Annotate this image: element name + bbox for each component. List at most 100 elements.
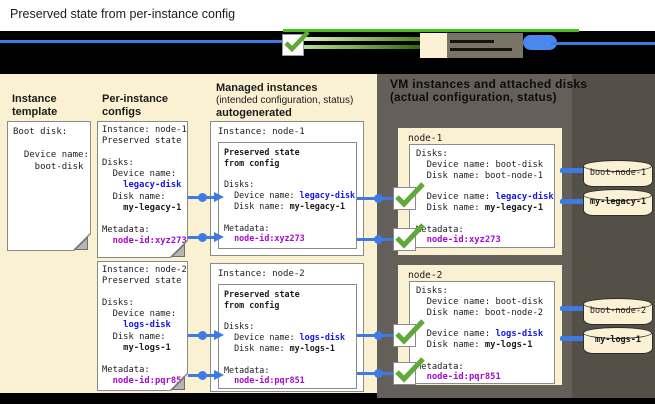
config-preserved-line: Preserved state <box>102 136 182 147</box>
config-device-name-label: Device name: <box>102 309 177 320</box>
vm-boot-disk-line: Disk name: boot-node-1 <box>416 170 544 181</box>
vm-device-label: Device name: <box>416 192 496 203</box>
config-metadata-label: Metadata: <box>102 224 150 235</box>
connector-arrow-icon <box>214 232 224 242</box>
connector-arrow-icon <box>214 370 224 380</box>
vm-device-line: Device name: logs-disk <box>416 329 554 340</box>
folded-corner-icon <box>73 233 91 251</box>
vm-instance-card-node-1: node-1 Disks: Device name: boot-disk Dis… <box>398 128 562 255</box>
vm-metadata-line: node-id:pqr851 <box>416 372 554 383</box>
connector-dot <box>198 371 207 380</box>
column-header-per-instance-configs: Per-instance configs <box>102 93 169 118</box>
managed-instance-title: Instance: node-1 <box>218 127 305 137</box>
metadata-indent <box>224 233 234 243</box>
config-instance-line: Instance: node-2 <box>102 265 187 275</box>
vm-boot-device-line: Device name: boot-disk <box>416 159 544 170</box>
connector-dot <box>374 235 383 244</box>
status-checkbox <box>393 319 425 347</box>
config-instance-line: Instance: node-1 <box>102 125 187 135</box>
config-device-name-value: legacy-disk <box>102 180 182 191</box>
per-instance-config-card-node-2: Instance: node-2 Preserved state Disks: … <box>97 261 188 391</box>
vm-device-value: logs-disk <box>495 329 544 340</box>
column-header-managed-instances: Managed instances <box>216 82 318 94</box>
vm-metadata-value: node-id:pqr851 <box>426 372 501 383</box>
config-metadata-value: node-id:xyz273 <box>102 235 187 246</box>
managed-disks-label: Disks: <box>224 321 255 332</box>
per-instance-config-card-node-1: Instance: node-1 Preserved state Disks: … <box>97 121 188 258</box>
connector-dot <box>374 331 383 340</box>
vm-metadata-value: node-id:xyz273 <box>426 235 501 246</box>
folded-corner-icon <box>170 373 188 391</box>
disk-connector-line <box>560 199 584 204</box>
disk-connector-line <box>560 168 584 173</box>
preserved-state-box: Preserved state from config Disks: Devic… <box>218 142 357 249</box>
disk-cylinder-boot-node-1: boot-node-1 <box>582 160 653 187</box>
disk-cylinder-my-logs-1: my-logs-1 <box>582 327 653 354</box>
vm-disk-label: Disk name: <box>416 339 485 350</box>
preserved-state-line2: from config <box>224 299 280 310</box>
legend-label-block <box>447 33 523 58</box>
managed-disk-label: Disk name: <box>224 200 290 211</box>
status-checkbox <box>393 357 425 385</box>
legend-green-arrow-1 <box>303 37 420 41</box>
disk-label: my-legacy-1 <box>589 197 647 207</box>
connector-dot <box>198 233 207 242</box>
config-device-name-value: logs-disk <box>102 320 171 331</box>
vm-instance-name: node-1 <box>408 133 443 144</box>
check-icon <box>284 30 310 53</box>
managed-metadata-label: Metadata: <box>224 364 270 375</box>
preserved-state-line1: Preserved state <box>224 289 300 299</box>
config-metadata-value: node-id:pqr851 <box>102 375 187 386</box>
page-title: Preserved state from per-instance config <box>10 7 236 21</box>
disk-label: boot-node-1 <box>589 168 647 178</box>
managed-metadata-label: Metadata: <box>224 222 270 233</box>
vm-disk-value: my-logs-1 <box>484 339 533 350</box>
managed-instance-card-node-2: Instance: node-2 Preserved state from co… <box>210 263 364 392</box>
managed-instance-title: Instance: node-2 <box>218 269 305 279</box>
managed-device-value: logs-disk <box>299 332 346 343</box>
config-disk-name-label: Disk name: <box>102 191 166 202</box>
managed-disks-label: Disks: <box>224 179 255 190</box>
connector-dot <box>374 369 383 378</box>
vm-metadata-line: node-id:xyz273 <box>416 235 554 246</box>
check-icon <box>395 319 425 345</box>
vm-disk-label: Disk name: <box>416 202 485 213</box>
managed-metadata-line: node-id:xyz273 <box>224 233 356 244</box>
managed-metadata-value: node-id:xyz273 <box>234 233 305 244</box>
disk-cylinder-my-legacy-1: my-legacy-1 <box>582 189 653 216</box>
connector-arrow-icon <box>214 192 224 202</box>
folded-corner-icon <box>170 240 188 258</box>
vm-panel-header-line1: VM instances and attached disks <box>390 77 588 91</box>
managed-metadata-value: node-id:pqr851 <box>234 375 305 386</box>
legend-line-blue-left <box>0 40 285 43</box>
vm-instance-card-node-2: node-2 Disks: Device name: boot-disk Dis… <box>398 265 562 385</box>
connector-arrow-icon <box>214 330 224 340</box>
config-disk-name-value: my-legacy-1 <box>102 202 182 213</box>
config-disks-label: Disks: <box>102 158 134 169</box>
metadata-indent <box>224 375 234 385</box>
managed-device-label: Device name: <box>224 332 300 343</box>
bottom-bar <box>0 393 655 404</box>
managed-instance-card-node-1: Instance: node-1 Preserved state from co… <box>210 121 364 256</box>
config-disk-name-value: my-logs-1 <box>102 342 171 353</box>
config-disks-label: Disks: <box>102 298 134 309</box>
vm-boot-device-line: Device name: boot-disk <box>416 296 544 307</box>
legend-green-arrow-2 <box>303 45 420 49</box>
managed-disk-value: my-logs-1 <box>289 342 335 353</box>
preserved-state-box: Preserved state from config Disks: Devic… <box>218 284 357 389</box>
vm-boot-disk-line: Disk name: boot-node-2 <box>416 307 544 318</box>
vm-instance-name: node-2 <box>408 270 443 281</box>
vm-disk-line: Disk name: my-legacy-1 <box>416 203 554 214</box>
vm-details-box: Disks: Device name: boot-disk Disk name:… <box>409 144 555 248</box>
managed-disk-label: Disk name: <box>224 342 290 353</box>
legend-status-checkbox <box>282 30 310 56</box>
config-metadata-label: Metadata: <box>102 364 150 375</box>
vm-metadata-label: Metadata: <box>416 361 464 372</box>
config-preserved-line: Preserved state <box>102 276 182 287</box>
vm-disk-value: my-legacy-1 <box>484 202 544 213</box>
preserved-state-line2: from config <box>224 157 280 168</box>
check-icon <box>395 357 425 383</box>
check-icon <box>395 182 425 208</box>
managed-disk-line: Disk name: my-logs-1 <box>224 343 356 354</box>
connector-dot <box>374 194 383 203</box>
